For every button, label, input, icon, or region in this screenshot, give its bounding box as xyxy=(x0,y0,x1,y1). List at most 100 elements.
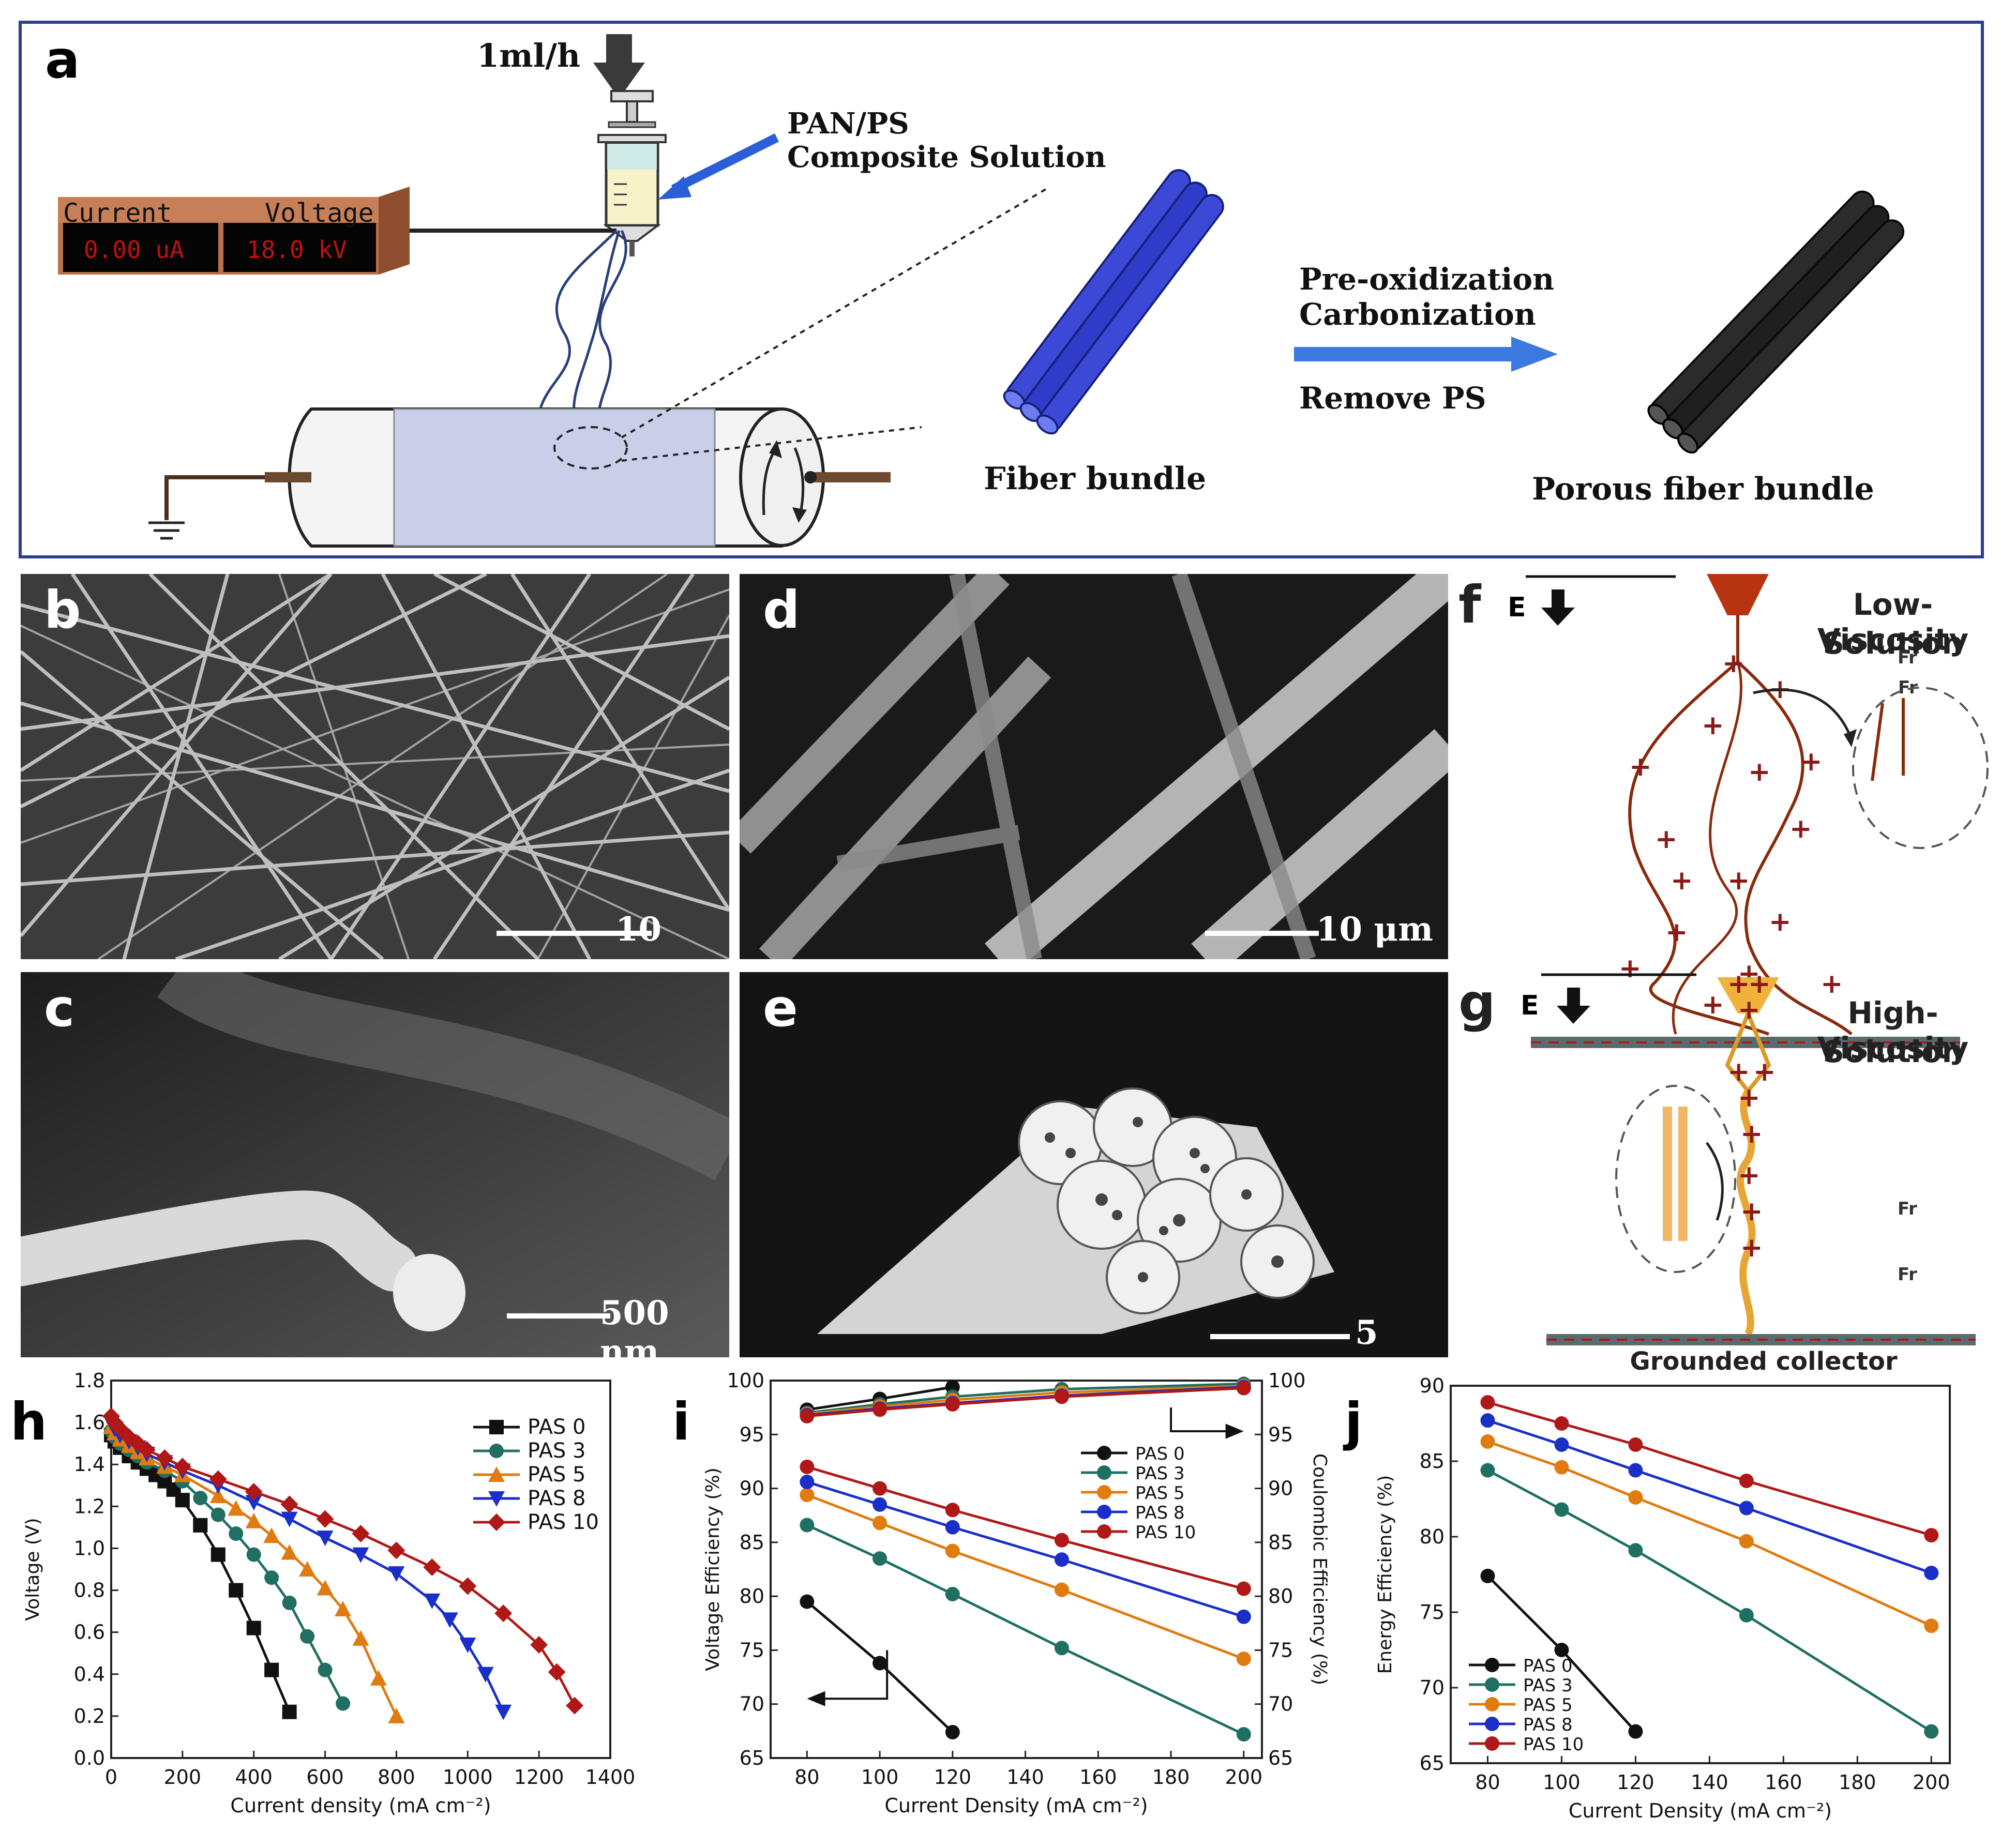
data-point xyxy=(300,1629,315,1644)
scale-label-c: 500 nm xyxy=(600,1294,669,1357)
legend-marker xyxy=(489,1420,504,1434)
flow-rate-label: 1ml/h xyxy=(477,37,581,74)
data-point xyxy=(1236,1581,1251,1596)
plot-frame xyxy=(110,1380,611,1759)
legend-marker xyxy=(1097,1485,1111,1499)
data-point xyxy=(945,1543,960,1558)
series-line xyxy=(806,1524,1244,1736)
data-point xyxy=(111,1420,129,1438)
legend-marker xyxy=(1485,1717,1499,1731)
svg-text:+: + xyxy=(1702,710,1724,741)
porous-fiber-bundle-icon xyxy=(1647,190,1905,454)
data-point xyxy=(800,1488,815,1503)
scale-label-e: 5 μm xyxy=(1355,1313,1415,1357)
panel-label-d: d xyxy=(763,580,800,640)
x-axis-label: Current Density (mA cm⁻²) xyxy=(1569,1799,1832,1822)
data-point xyxy=(1924,1566,1939,1581)
data-point xyxy=(1480,1568,1495,1583)
x-tick-label: 400 xyxy=(235,1766,273,1789)
legend-label: PAS 8 xyxy=(1135,1503,1185,1523)
process-step-1: Pre-oxidization xyxy=(1299,262,1555,297)
panels-f-g-jet-diagram: f E Low-Viscosity Solution Fr Fr Fr Fr +… xyxy=(1458,569,2001,1376)
meter-voltage-title: Voltage xyxy=(265,198,374,228)
legend-marker xyxy=(1485,1658,1499,1672)
legend-label: PAS 3 xyxy=(1135,1463,1185,1484)
data-point xyxy=(193,1491,208,1506)
left-axis-arrowhead xyxy=(807,1691,825,1706)
meter-voltage-value: 18.0 kV xyxy=(247,236,347,264)
x-axis-label: Current Density (mA cm⁻²) xyxy=(884,1794,1148,1817)
data-point xyxy=(1054,1641,1069,1656)
svg-text:+: + xyxy=(1821,968,1843,999)
data-point xyxy=(1236,1652,1251,1667)
data-point xyxy=(280,1495,298,1513)
panel-label-f: f xyxy=(1458,574,1481,635)
svg-text:+: + xyxy=(1629,751,1652,782)
left-axis-indicator-arrow xyxy=(821,1650,889,1700)
process-arrow-icon xyxy=(1294,337,1558,372)
legend-label: PAS 10 xyxy=(1135,1522,1196,1543)
legend-marker xyxy=(1485,1697,1499,1711)
scale-bar-d xyxy=(1205,931,1319,936)
data-point xyxy=(138,1441,156,1459)
legend-label: PAS 10 xyxy=(528,1510,599,1534)
svg-text:+: + xyxy=(1740,1232,1763,1263)
data-point xyxy=(299,1561,316,1577)
data-point xyxy=(229,1526,244,1541)
data-point xyxy=(872,1551,887,1566)
svg-text:+: + xyxy=(1738,994,1761,1025)
field-label-f: E xyxy=(1508,592,1526,623)
meter-current-value: 0.00 uA xyxy=(84,236,184,264)
y2-tick-label: 65 xyxy=(1268,1747,1293,1769)
data-point xyxy=(246,1620,261,1635)
y-tick-label: 75 xyxy=(740,1639,764,1661)
svg-text:+: + xyxy=(1722,648,1745,679)
legend-label: PAS 0 xyxy=(1523,1656,1573,1676)
data-point xyxy=(335,1601,352,1617)
y-tick-label: 65 xyxy=(1420,1752,1445,1775)
data-point xyxy=(245,1495,262,1511)
data-point xyxy=(263,1527,280,1543)
panel-label-h: h xyxy=(10,1391,48,1452)
y-axis-label: Voltage (V) xyxy=(22,1518,43,1620)
single-fiber-texture xyxy=(21,972,729,1357)
y-tick-label: 65 xyxy=(740,1747,764,1769)
y-tick-label: 1.8 xyxy=(74,1369,105,1392)
y-tick-label: 85 xyxy=(1420,1450,1445,1473)
x-tick-label: 200 xyxy=(164,1766,202,1789)
data-point xyxy=(193,1518,208,1533)
svg-text:+: + xyxy=(1665,917,1688,948)
data-point xyxy=(1554,1643,1569,1657)
porous-bundle-texture xyxy=(740,972,1448,1357)
jet-drawing: ++++ ++++ ++++ ++++ +++ +++ ++++ xyxy=(1526,574,1989,1345)
sem-image-c: c 500 nm xyxy=(21,972,729,1357)
y2-axis-label: Coulombic Efficiency (%) xyxy=(1309,1453,1330,1685)
y-tick-label: 1.2 xyxy=(74,1495,105,1518)
power-supply-meter: Current Voltage 0.00 uA 18.0 kV xyxy=(58,187,410,275)
y-tick-label: 80 xyxy=(740,1585,764,1608)
down-arrow-icon xyxy=(593,34,645,99)
svg-text:+: + xyxy=(1789,813,1812,844)
data-point xyxy=(1054,1533,1069,1548)
data-point xyxy=(945,1586,960,1601)
data-point xyxy=(872,1481,887,1496)
y-tick-label: 90 xyxy=(1420,1374,1445,1397)
panel-label-b: b xyxy=(44,580,81,640)
legend-label: PAS 3 xyxy=(1523,1675,1573,1696)
data-point xyxy=(1554,1502,1569,1517)
legend-marker xyxy=(489,1444,504,1458)
y2-tick-label: 80 xyxy=(1268,1585,1293,1608)
data-point xyxy=(1236,1609,1251,1624)
data-point xyxy=(281,1544,298,1560)
data-point xyxy=(264,1662,279,1677)
legend-label: PAS 3 xyxy=(528,1439,585,1463)
data-point xyxy=(1480,1395,1495,1410)
y-tick-label: 1.0 xyxy=(74,1537,105,1559)
panel-label-e: e xyxy=(763,978,798,1038)
y2-tick-label: 100 xyxy=(1268,1369,1306,1392)
data-point xyxy=(872,1402,887,1417)
y-tick-label: 80 xyxy=(1420,1525,1445,1548)
data-point xyxy=(1739,1501,1754,1516)
